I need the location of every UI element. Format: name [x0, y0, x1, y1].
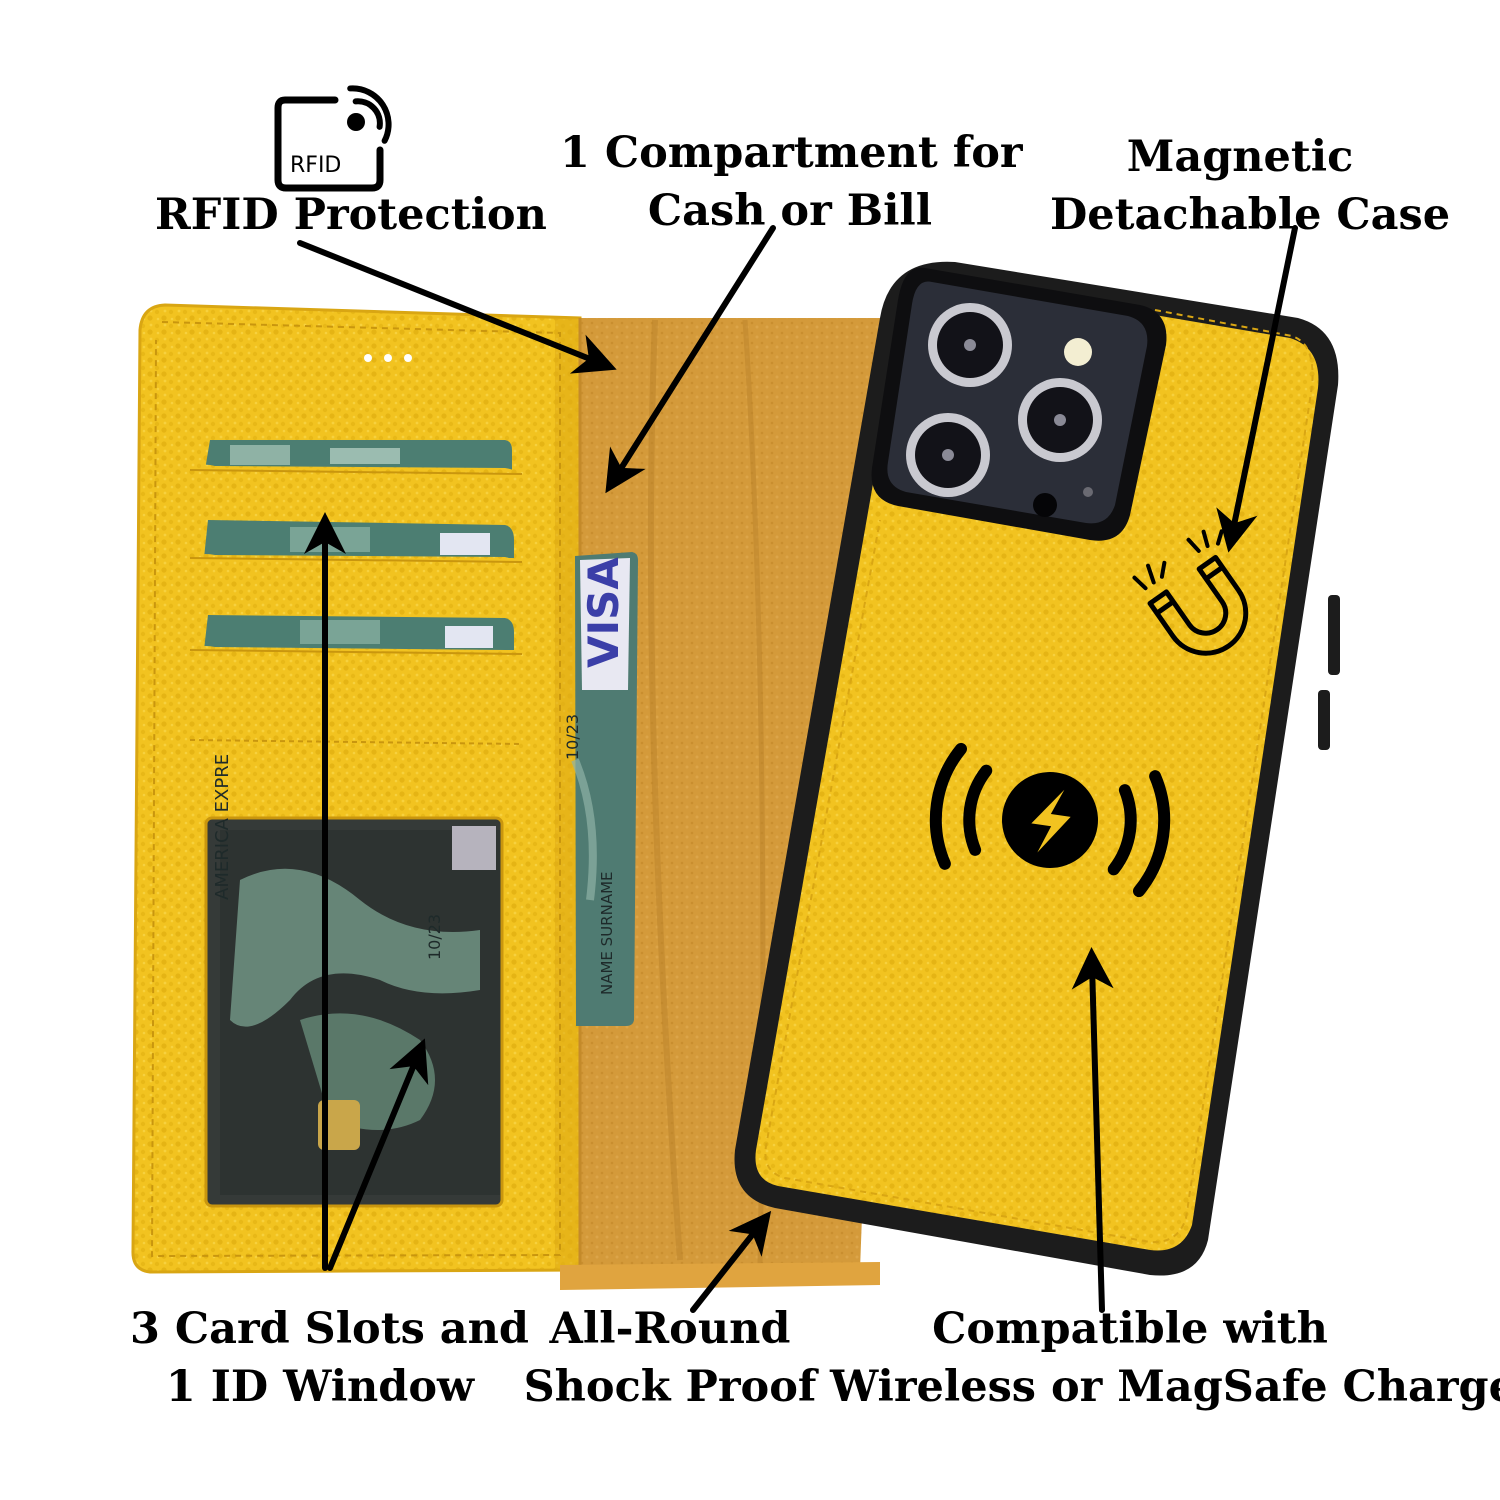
camera-module: [871, 267, 1167, 541]
caption-card-slots: 3 Card Slots and 1 ID Window: [130, 1300, 529, 1416]
caption-line: Cash or Bill: [647, 186, 933, 236]
caption-line: Magnetic: [1126, 132, 1354, 182]
id-window: AMERICA EXPRE 10/23: [204, 754, 504, 1208]
speaker-dot: [364, 354, 372, 362]
phone-case: [734, 261, 1340, 1276]
arrow-magnetic: [1216, 225, 1298, 553]
caption-line: Detachable Case: [1050, 190, 1451, 240]
caption-wireless-compatible: Compatible with Wireless or MagSafe Char…: [830, 1300, 1500, 1416]
card-expiry: 10/23: [563, 714, 582, 760]
speaker-dot: [384, 354, 392, 362]
card-slot-1: [189, 440, 523, 520]
id-card-issuer: AMERICA EXPRE: [212, 754, 233, 900]
card-slot-3: [189, 615, 523, 745]
id-card-expiry: 10/23: [425, 914, 444, 960]
card-visa-logo: VISA: [579, 557, 628, 668]
card-name: NAME SURNAME: [598, 872, 616, 996]
rfid-icon: RFID: [274, 85, 392, 192]
callout-arrows: [297, 225, 1298, 1313]
rfid-icon-label: RFID: [290, 153, 341, 178]
caption-line: All-Round: [549, 1304, 791, 1354]
caption-line: Shock Proof: [523, 1362, 817, 1412]
arrow-compartment: [605, 225, 776, 494]
caption-line: 1 Compartment for: [560, 128, 1023, 178]
card-slot-2: [189, 520, 523, 610]
magnet-icon: [1132, 529, 1249, 656]
caption-line: 3 Card Slots and: [130, 1304, 529, 1354]
caption-shock-proof: All-Round Shock Proof: [520, 1300, 820, 1416]
arrow-id-window: [327, 1038, 429, 1271]
arrow-shock: [690, 1210, 772, 1313]
arrow-wireless: [1071, 947, 1114, 1313]
arrow-rfid: [297, 240, 617, 374]
caption-line: Wireless or MagSafe Charge: [830, 1362, 1500, 1412]
caption-line: Compatible with: [932, 1304, 1328, 1354]
caption-line: RFID Protection: [155, 190, 547, 240]
caption-line: 1 ID Window: [165, 1362, 475, 1412]
caption-cash-compartment: 1 Compartment for Cash or Bill: [560, 124, 1023, 240]
caption-rfid-protection: RFID Protection: [155, 186, 547, 244]
speaker-dot: [404, 354, 412, 362]
wireless-charge-icon: [929, 742, 1171, 898]
cash-pocket-card: VISA 10/23 NAME SURNAME: [563, 552, 638, 1026]
caption-magnetic-case: Magnetic Detachable Case: [1050, 128, 1451, 244]
